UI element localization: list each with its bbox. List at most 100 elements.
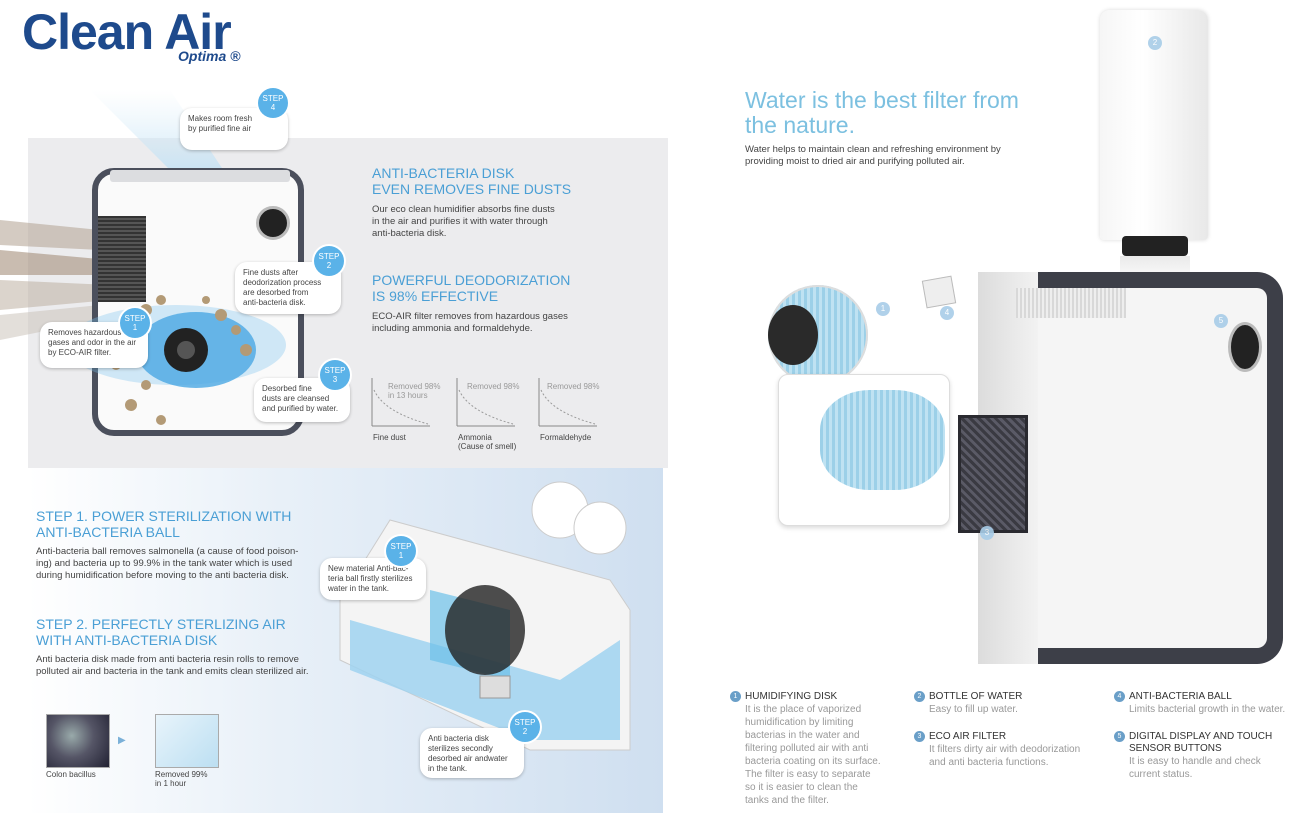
step4-badge: STEP 4 [258,88,288,118]
body-line: bacteria coating on its surface. [745,756,881,767]
bubble-text-line: Fine dusts after [243,268,299,277]
marker-2: 2 [1148,36,1162,50]
heading-line: IS 98% EFFECTIVE [372,288,499,304]
heading-line: WITH ANTI-BACTERIA DISK [36,632,218,648]
label-line: Formaldehyde [540,433,592,442]
step1-sterilization-body: Anti-bacteria ball removes salmonella (a… [36,546,298,582]
bubble-text-line: dusts are cleansed [262,394,330,403]
body-line: ECO-AIR filter removes from hazardous ga… [372,311,568,322]
body-line: Limits bacterial growth in the water. [1129,704,1286,715]
body-line: Anti bacteria disk made from anti bacter… [36,654,299,665]
feature-title: 3 ECO AIR FILTER [914,731,1109,743]
arrow-right-icon: ▶ [118,735,126,746]
badge-step-number: 1 [132,323,138,332]
badge-step-label: STEP [124,314,146,323]
heading-line: STEP 1. POWER STERILIZATION WITH [36,508,292,524]
marker-1: 1 [876,302,890,316]
feature-title-text: DIGITAL DISPLAY AND TOUCH [1129,731,1273,742]
caption-line: Removed 98% [467,382,520,391]
body-line: Our eco clean humidifier absorbs fine du… [372,204,555,215]
caption-line: in 1 hour [155,779,187,788]
bubble-text-line: deodorization process [243,278,322,287]
heading-line: STEP 2. PERFECTLY STERLIZING AIR [36,616,286,632]
marker-3: 3 [980,526,994,540]
dial-icon [256,206,290,240]
brand-logo: Clean Air [22,4,232,60]
step2-sterilizing-body: Anti bacteria disk made from anti bacter… [36,654,309,678]
badge-step-label: STEP [390,542,412,551]
label-line: Fine dust [373,433,406,442]
feature-number-icon: 5 [1114,731,1125,742]
chart-label: Fine dust [373,433,406,442]
chart-caption: Removed 98% [467,382,531,391]
body-line: humidification by limiting [745,717,854,728]
body-line: It is the place of vaporized [745,704,862,715]
bubble-text-line: gases and odor in the air [48,338,137,347]
label-line: Ammonia [458,433,492,442]
badge-step-label: STEP [324,366,346,375]
feature-body: Easy to fill up water. [914,703,1104,716]
caption-line: Removed 98% [547,382,600,391]
feature-title-text: BOTTLE OF WATER [929,691,1023,702]
step1-badge: STEP 1 [120,308,150,338]
badge-step-number: 2 [522,727,528,736]
feature-body: It filters dirty air with deodorization … [914,743,1109,769]
mini-chart-formaldehyde: Removed 98% Formaldehyde [537,378,617,448]
title-line: Water is the best filter from [745,87,1019,113]
body-line: bacterias in the water and [745,730,860,741]
humidifying-disk-hub [768,305,818,365]
subtitle-line: providing moist to dried air and purifyi… [745,156,965,167]
anti-bacteria-disk-heading: ANTI-BACTERIA DISK EVEN REMOVES FINE DUS… [372,165,571,197]
deodorization-body: ECO-AIR filter removes from hazardous ga… [372,311,568,335]
step2-sterilizing-heading: STEP 2. PERFECTLY STERLIZING AIR WITH AN… [36,616,286,648]
bubble-text-line: in the tank. [428,764,468,773]
tank-disk [820,390,945,490]
caption-line: Removed 99% [155,770,208,779]
vent-grille [1016,288,1126,318]
filter-panel [98,216,146,302]
badge-step-label: STEP [318,252,340,261]
marker-4: 4 [940,306,954,320]
photo-caption-left: Colon bacillus [46,770,96,779]
body-line: and anti bacteria functions. [929,757,1049,768]
bubble-text-line: desorbed air andwater [428,754,508,763]
body-line: polluted air and bacteria in the tank an… [36,666,309,677]
feature-body: It is easy to handle and check current s… [1114,755,1304,781]
bubble-text-line: anti-bacteria disk. [243,298,306,307]
mini-chart-ammonia: Removed 98% Ammonia (Cause of smell) [455,378,535,458]
right-subtitle: Water helps to maintain clean and refres… [745,144,1001,168]
bubble-text-line: Desorbed fine [262,384,312,393]
badge-step-number: 2 [326,261,332,270]
caption-line: Colon bacillus [46,770,96,779]
body-line: in the air and purifies it with water th… [372,216,548,227]
sterilized-water-photo [155,714,219,768]
bubble-text-line: sterilizes secondly [428,744,493,753]
decay-curve [371,378,430,427]
feature-body: It is the place of vaporized humidificat… [730,703,910,807]
badge-step-label: STEP [262,94,284,103]
bubble-text-line: New material Anti-bac- [328,564,409,573]
deodorization-heading: POWERFUL DEODORIZATION IS 98% EFFECTIVE [372,272,570,304]
tank-step2-badge: STEP 2 [510,712,540,742]
feature-number-icon: 4 [1114,691,1125,702]
dial-icon [1228,322,1262,372]
feature-eco-air-filter: 3 ECO AIR FILTER It filters dirty air wit… [914,731,1109,769]
feature-title-text: ECO AIR FILTER [929,731,1007,742]
feature-number-icon: 3 [914,731,925,742]
bubble-text-line: Makes room fresh [188,114,253,123]
body-line: anti-bacteria disk. [372,228,447,239]
brand-logo-sub: Optima ® [178,48,241,64]
body-line: tanks and the filter. [745,795,829,806]
badge-step-number: 3 [332,375,338,384]
caption-line: in 13 hours [388,391,428,400]
bubble-text-line: water in the tank. [328,584,389,593]
chart-caption: Removed 98% [547,382,611,391]
